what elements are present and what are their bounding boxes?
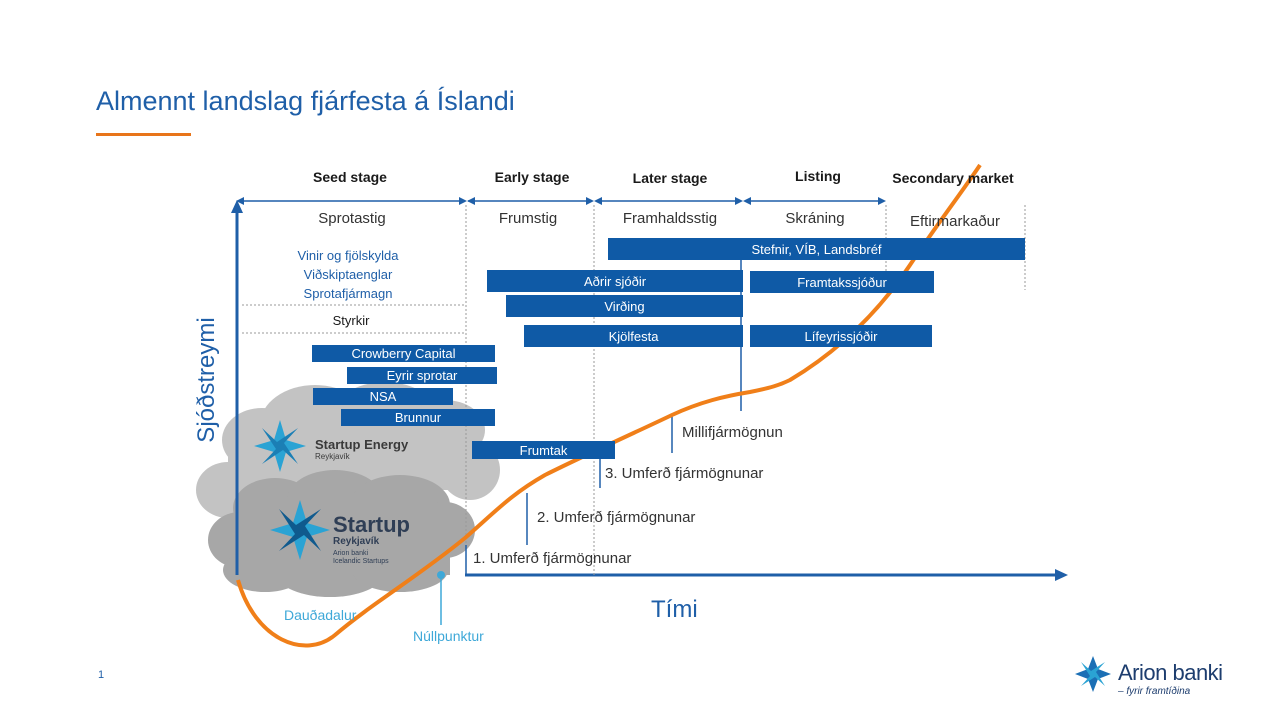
energy-logo-name: Startup Energy [315, 437, 409, 452]
box-eyrir: Eyrir sprotar [347, 367, 497, 384]
box-stefnir: Stefnir, VÍB, Landsbréf [608, 238, 1025, 260]
page-number: 1 [98, 669, 105, 681]
stage-seed-is: Sprotastig [318, 210, 386, 227]
round-1: 1. Umferð fjármögnunar [473, 550, 632, 567]
zero-point-dot [437, 571, 445, 579]
box-virding: Virðing [506, 295, 743, 317]
startup-logo-line2: Icelandic Startups [333, 558, 389, 565]
stage-secondary-en: Secondary market [892, 170, 1014, 186]
startup-energy-logo-icon [254, 420, 306, 472]
stage-seed-en: Seed stage [313, 169, 387, 185]
investor-friends-family: Vinir og fjölskylda [297, 248, 399, 263]
startup-reykjavik-logo-icon [270, 500, 330, 560]
investor-seed-capital: Sprotafjármagn [303, 286, 393, 301]
brand-tagline: – fyrir framtíðina [1118, 686, 1191, 697]
box-framtakssjodur: Framtakssjóður [750, 271, 934, 293]
stage-secondary-is: Eftirmarkaður [909, 213, 1001, 230]
stage-listing-en: Listing [795, 168, 841, 184]
box-adrir-sjodir: Aðrir sjóðir [487, 270, 743, 292]
round-mezzanine: Millifjármögnun [682, 424, 783, 441]
investor-angels: Viðskiptaenglar [303, 267, 393, 282]
cash-flow-curve [236, 163, 982, 648]
box-nsa: NSA [313, 388, 453, 405]
round-2: 2. Umferð fjármögnunar [537, 509, 696, 526]
stage-early-is: Frumstig [498, 210, 558, 227]
energy-logo-city: Reykjavík [315, 452, 350, 461]
stage-listing-is: Skráning [785, 210, 845, 227]
brand-name: Arion banki [1118, 660, 1223, 685]
box-brunnur: Brunnur [341, 409, 495, 426]
arion-logo-icon [1075, 656, 1111, 692]
round-3: 3. Umferð fjármögnunar [605, 465, 764, 482]
x-axis-arrow-icon [1055, 569, 1068, 581]
stage-early-en: Early stage [494, 169, 570, 185]
valley-of-death-label: Dauðadalur [284, 607, 357, 623]
y-axis-arrow-icon [231, 200, 243, 213]
stage-later-is: Framhaldsstig [622, 210, 718, 227]
box-kjolfesta: Kjölfesta [524, 325, 743, 347]
grants-label: Styrkir [332, 313, 370, 328]
startup-logo-city: Reykjavík [333, 536, 380, 547]
x-axis-label: Tími [651, 596, 698, 623]
title-underline [96, 133, 191, 136]
stage-later-en: Later stage [632, 170, 708, 186]
startup-logo-line1: Arion banki [333, 550, 369, 557]
page-title: Almennt landslag fjárfesta á Íslandi [96, 86, 515, 116]
stage-separators [242, 205, 1026, 575]
box-frumtak: Frumtak [472, 441, 615, 459]
box-lifeyrissjodir: Lífeyrissjóðir [750, 325, 932, 347]
zero-point-label: Núllpunktur [413, 628, 484, 644]
y-axis-label: Sjóðstreymi [193, 317, 220, 443]
box-crowberry: Crowberry Capital [312, 345, 495, 362]
startup-logo-name: Startup [333, 512, 410, 537]
